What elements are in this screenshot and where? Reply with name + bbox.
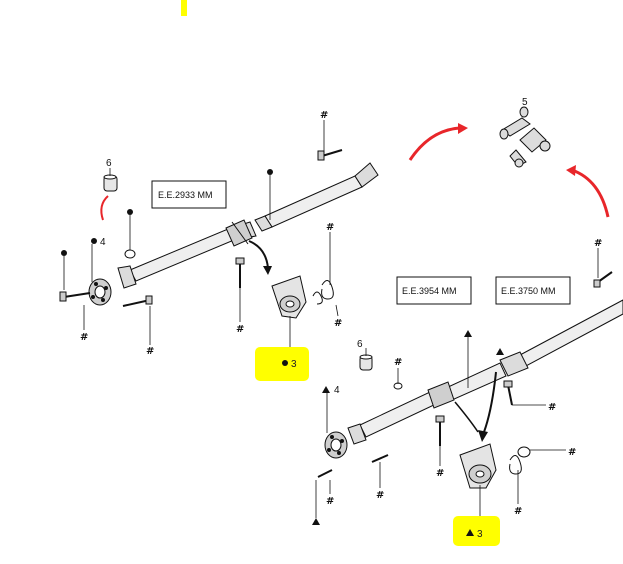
upper-driveshaft-assembly: [59, 149, 379, 319]
upper-shaft-tube-front: [129, 228, 235, 282]
part-3-upper: 3: [291, 359, 297, 370]
ee-box-upper: [151, 180, 227, 209]
hash-upper-left-coupling: #: [80, 332, 88, 343]
upper-center-bearing: [225, 219, 253, 247]
hash-lower-clip: #: [514, 506, 522, 517]
ee-box-mid: [396, 276, 472, 305]
lower-driveshaft-assembly: [317, 271, 623, 489]
part-4-upper: 4: [100, 237, 106, 248]
hash-upper-spring: #: [326, 222, 334, 233]
hash-lower-washer: #: [394, 357, 402, 368]
hash-lower-bearing-bolt: #: [548, 402, 556, 413]
part-4-lower: 4: [334, 385, 340, 396]
ee-label-right: E.E.3750 MM: [501, 286, 556, 296]
hash-lower-vertical-bolt: #: [436, 468, 444, 479]
part-6-lower: 6: [357, 339, 363, 350]
highlight-callout-3-lower: [453, 516, 500, 546]
highlight-mark-top: [181, 0, 187, 16]
part-3-lower: 3: [477, 529, 483, 540]
part-5-ujoint: 5: [522, 97, 528, 108]
lower-center-bearing: [427, 381, 455, 409]
upper-shaft-tube-rear: [264, 175, 363, 228]
lower-shaft-tube-middle: [445, 362, 507, 401]
hash-upper-rear-bolt: #: [320, 110, 328, 121]
red-arrow-top-middle: [408, 126, 461, 161]
lower-shaft-tube-rear: [519, 299, 623, 367]
hash-lower-bolt-mid: #: [376, 490, 384, 501]
highlight-callout-3-upper: [255, 347, 309, 381]
hash-upper-clip: #: [334, 318, 342, 329]
hash-lower-bolt-left: #: [326, 496, 334, 507]
hash-lower-spring: #: [568, 447, 576, 458]
hash-upper-bolt-right: #: [146, 346, 154, 357]
ee-label-upper: E.E.2933 MM: [158, 190, 213, 200]
red-arrow-top-right: [571, 168, 610, 218]
part-6-upper: 6: [106, 158, 112, 169]
ee-box-right: [495, 276, 571, 305]
black-arrow-to-bearing-lower: [483, 371, 497, 433]
hash-lower-right-bolt: #: [594, 238, 602, 249]
black-arrow-to-bearing-upper: [248, 240, 269, 269]
lower-shaft-tube-front: [359, 391, 437, 438]
universal-joint-5: [499, 106, 551, 168]
hash-upper-vertical-bolt: #: [236, 324, 244, 335]
red-arrow-upper-left: [100, 195, 109, 221]
ee-label-mid: E.E.3954 MM: [402, 286, 457, 296]
